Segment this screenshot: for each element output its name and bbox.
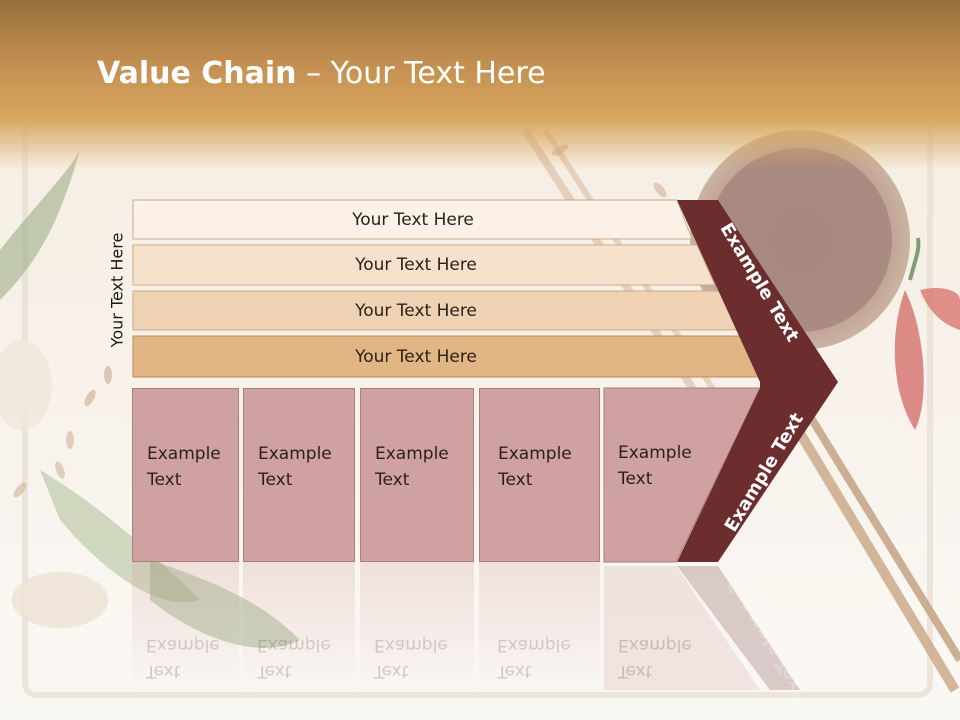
chevron-reflection: [677, 566, 800, 690]
row-label-1: Your Text Here: [133, 200, 693, 239]
row-shape-1: [132, 199, 693, 240]
cell-shape-5: [603, 387, 761, 563]
row-text-4: Your Text Here: [355, 346, 477, 367]
reflect-3-line1: Example: [374, 635, 448, 655]
row-label-4: Your Text Here: [133, 336, 699, 377]
cell-2-line1: Example: [258, 444, 332, 464]
reflect-2-line2: Text: [257, 661, 292, 681]
reflect-1-line2: Text: [146, 661, 181, 681]
reflect-1-line1: Example: [146, 635, 220, 655]
cell-5-line2: Text: [618, 469, 653, 489]
reflect-3-line2: Text: [374, 661, 409, 681]
title-rest: – Your Text Here: [296, 56, 546, 91]
reflect-4-line2: Text: [497, 661, 532, 681]
title-bold: Value Chain: [97, 56, 297, 91]
cell-reflection-1: Text Example: [132, 562, 239, 692]
cell-reflection-3: Text Example: [360, 562, 474, 692]
cell-reflection-2: Text Example: [243, 562, 355, 692]
cell-1-line2: Text: [147, 470, 182, 490]
cell-3-line2: Text: [375, 470, 410, 490]
reflect-2-line1: Example: [257, 635, 331, 655]
cell-reflection-5: [604, 566, 760, 690]
cell-5-line1: Example: [618, 443, 692, 463]
cell-1-line1: Example: [147, 444, 221, 464]
cell-3-line1: Example: [375, 444, 449, 464]
cell-reflection-4: Text Example: [479, 562, 600, 692]
page-title: Value Chain – Your Text Here: [97, 56, 546, 91]
reflect-5-line2: Text: [618, 661, 653, 681]
row-shape-2: [132, 244, 716, 286]
reflect-4-line1: Example: [497, 635, 571, 655]
row-text-2: Your Text Here: [355, 255, 477, 275]
chevron-arrow: [677, 200, 838, 562]
cell-2-line2: Text: [258, 470, 293, 490]
cell-4-line1: Example: [498, 444, 572, 464]
cell-4-line2: Text: [498, 470, 533, 490]
header-band: [0, 0, 960, 170]
row-text-1: Your Text Here: [352, 209, 474, 230]
row-label-2: Your Text Here: [133, 245, 699, 285]
row-text-3: Your Text Here: [355, 300, 477, 321]
row-label-3: Your Text Here: [133, 291, 699, 330]
cell-reflection-5-text: Text Example: [604, 562, 704, 692]
reflect-5-line1: Example: [618, 635, 692, 655]
